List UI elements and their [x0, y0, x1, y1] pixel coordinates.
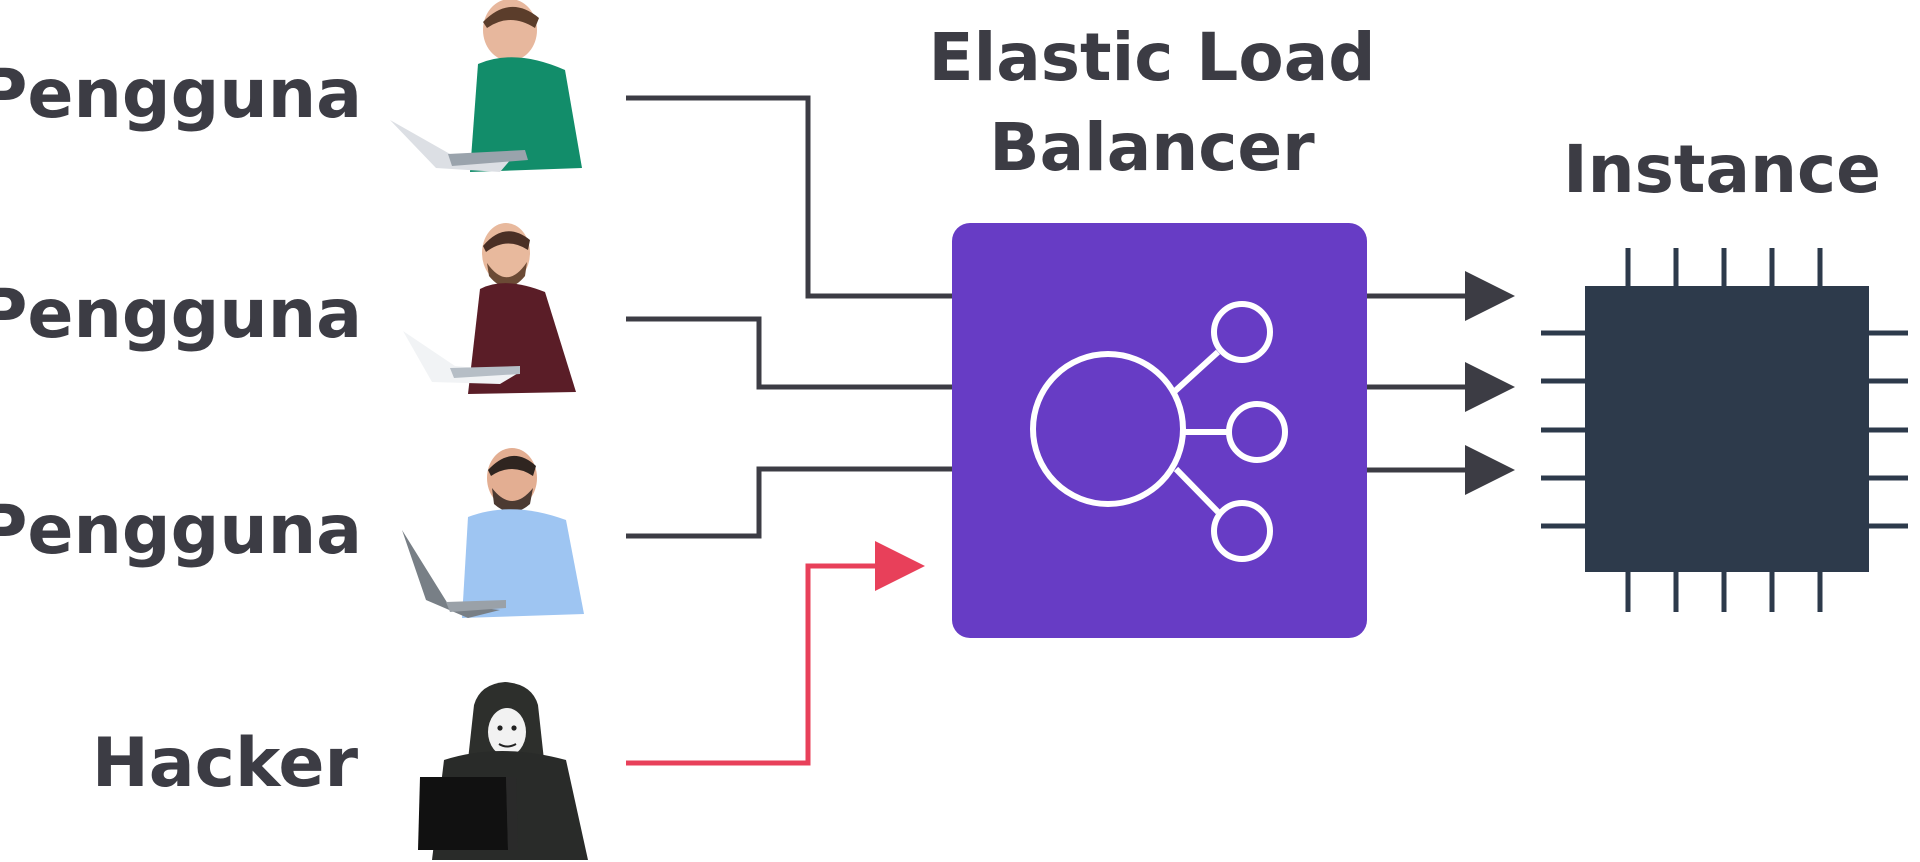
user-2-connector — [626, 316, 952, 390]
hacker-avatar — [418, 682, 588, 860]
cpu-chip-icon — [1541, 248, 1908, 612]
user-avatar-1 — [390, 0, 582, 173]
user-1-connector — [626, 95, 952, 299]
load-balancer-icon — [1030, 301, 1288, 562]
instance-label: Instance — [1563, 131, 1881, 208]
user-label-1: Pengguna — [0, 55, 362, 134]
elb-title-line1: Elastic Load — [929, 19, 1376, 96]
load-balancer-box — [952, 223, 1367, 638]
user-avatar-2 — [403, 223, 576, 394]
hacker-label: Hacker — [92, 724, 359, 803]
elb-title-line2: Balancer — [989, 109, 1315, 186]
user-3-connector — [626, 466, 952, 539]
user-label-3: Pengguna — [0, 491, 362, 570]
hacker-connector — [626, 541, 925, 766]
user-label-2: Pengguna — [0, 275, 362, 354]
user-avatar-3 — [402, 448, 584, 618]
